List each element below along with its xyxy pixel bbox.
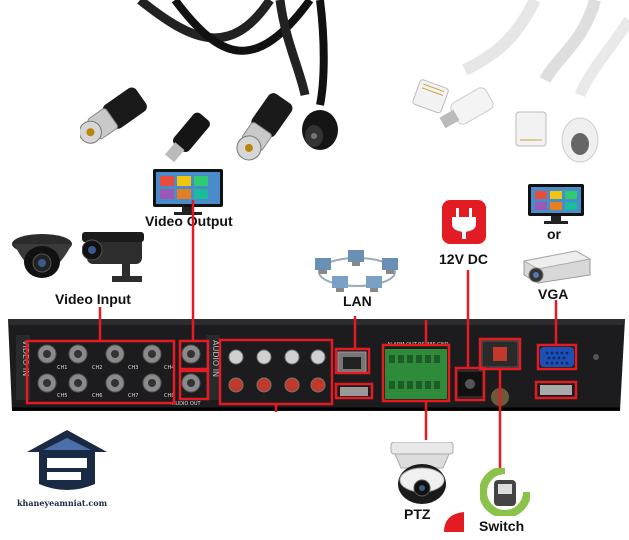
ch6-text: CH6 [92, 393, 103, 399]
watermark-url: khaneyeamniat.com [17, 498, 108, 508]
projector-icon [522, 250, 592, 284]
ptz-label: PTZ [404, 506, 431, 522]
bullet-camera-icon [82, 232, 144, 282]
ch8-text: CH8 [164, 393, 175, 399]
ch5-text: CH5 [57, 393, 68, 399]
dome-camera-icon [12, 234, 72, 278]
power-switch-icon [480, 468, 530, 516]
lan-network-icon [315, 250, 398, 292]
ch4-text: CH4 [164, 365, 175, 371]
power-plug-icon [442, 200, 486, 244]
video-output-label: Video Output [145, 213, 233, 229]
power-label: 12V DC [439, 251, 489, 267]
bnc-dc-cable-black [80, 0, 338, 163]
rj45-dc-cable-white [412, 0, 629, 163]
ch7-text: CH7 [128, 393, 139, 399]
ch3-text: CH3 [128, 365, 139, 371]
video-input-label: Video Input [55, 291, 131, 307]
audio-out-text: AUDIO OUT [172, 401, 201, 407]
khaneyeamniat-logo [27, 430, 107, 490]
ch1-text: CH1 [57, 365, 68, 371]
or-label: or [547, 226, 561, 242]
vga-monitor-icon [528, 184, 584, 224]
vga-label: VGA [538, 286, 569, 302]
ptz-red-corner [444, 512, 464, 532]
video-output-monitor-icon [153, 169, 223, 215]
ptz-camera-icon [390, 442, 454, 504]
ch2-text: CH2 [92, 365, 103, 371]
switch-label: Switch [479, 518, 525, 534]
lan-label: LAN [343, 293, 372, 309]
